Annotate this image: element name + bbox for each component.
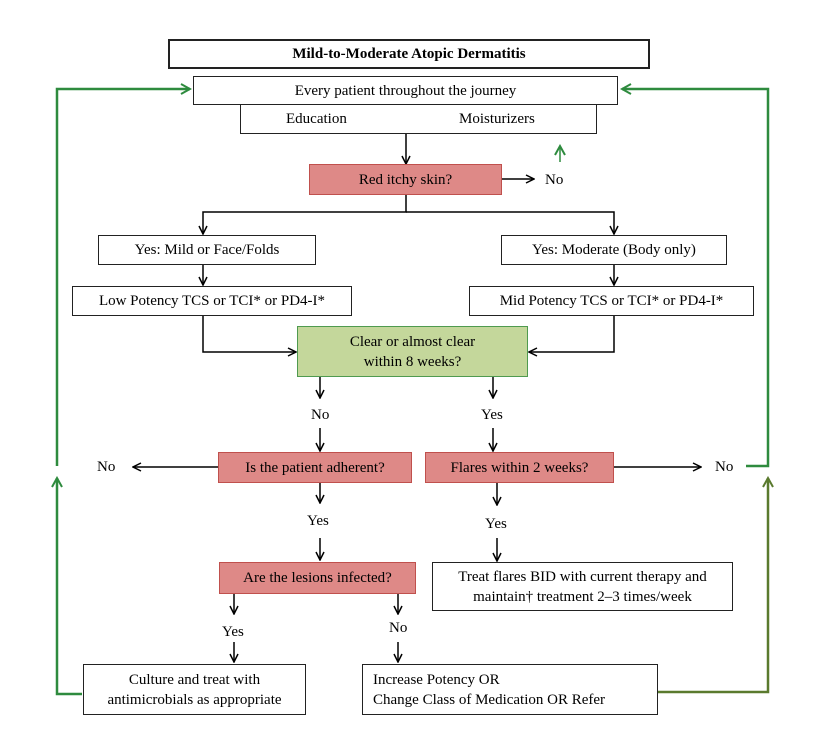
loop-adherent-no-to-journey	[55, 89, 190, 466]
infected-yes-label: Yes	[222, 624, 244, 640]
arrow-to-moderate	[406, 211, 614, 234]
adherent-no-label: No	[97, 459, 116, 475]
adherent-yes-label: Yes	[307, 513, 329, 529]
loop-increase-to-right	[658, 478, 768, 694]
flares-no-label: No	[715, 459, 734, 475]
clear-no-label: No	[311, 407, 330, 423]
yes-moderate-box: Yes: Moderate (Body only)	[501, 235, 727, 265]
red-itchy-decision: Red itchy skin?	[309, 164, 502, 195]
moisturizers-label: Moisturizers	[459, 111, 535, 127]
low-potency-box: Low Potency TCS or TCI* or PD4-I*	[72, 286, 352, 316]
loop-culture-to-left	[57, 478, 82, 696]
infected-decision: Are the lesions infected?	[219, 562, 416, 594]
treat-flares-box: Treat flares BID with current therapy an…	[432, 562, 733, 611]
flares-decision: Flares within 2 weeks?	[425, 452, 614, 483]
yes-mild-box: Yes: Mild or Face/Folds	[98, 235, 316, 265]
increase-box: Increase Potency OR Change Class of Medi…	[362, 664, 658, 715]
education-label: Education	[286, 111, 347, 127]
arrow-to-mild	[203, 194, 407, 234]
education-moisturizers-box: Education Moisturizers	[240, 104, 597, 134]
adherent-decision: Is the patient adherent?	[218, 452, 412, 483]
arrow-low-to-clear	[202, 316, 296, 352]
culture-box: Culture and treat with antimicrobials as…	[83, 664, 306, 715]
clear-yes-label: Yes	[481, 407, 503, 423]
arrow-mid-to-clear	[529, 316, 615, 352]
flares-yes-label: Yes	[485, 516, 507, 532]
infected-no-label: No	[389, 620, 408, 636]
every-patient-box: Every patient throughout the journey	[193, 76, 618, 105]
loop-flares-no-to-journey	[622, 89, 770, 468]
title-box: Mild-to-Moderate Atopic Dermatitis	[168, 39, 650, 69]
clear-decision: Clear or almost clear within 8 weeks?	[297, 326, 528, 377]
mid-potency-box: Mid Potency TCS or TCI* or PD4-I*	[469, 286, 754, 316]
red-itchy-no-label: No	[545, 172, 564, 188]
